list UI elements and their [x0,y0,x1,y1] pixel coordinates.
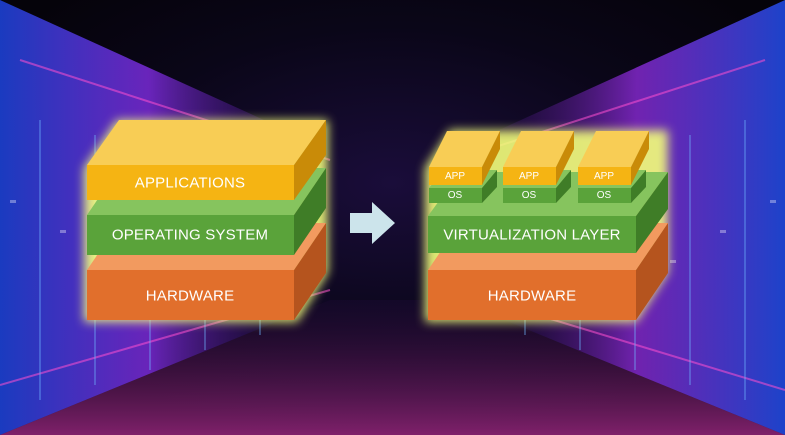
vm-stack-1 [429,131,500,203]
after-stack [425,130,668,322]
vm-1-app-label: APP [444,171,466,182]
virtualization-layer-label: VIRTUALIZATION LAYER [443,226,621,244]
before-hardware-label: HARDWARE [145,287,235,305]
before-operating-system-label: OPERATING SYSTEM [111,226,269,244]
vm-2-os-label: OS [521,190,537,201]
before-stack [84,120,328,322]
before-applications-label: APPLICATIONS [134,174,246,192]
vm-3-os-label: OS [596,190,612,201]
before-applications-block [87,120,326,200]
after-hardware-label: HARDWARE [487,287,577,305]
vm-3-app-label: APP [593,171,615,182]
vm-stack-3 [578,131,649,203]
vm-stack-2 [503,131,574,203]
vm-2-app-label: APP [518,171,540,182]
vm-1-os-label: OS [447,190,463,201]
right-arrow-icon [350,202,395,244]
